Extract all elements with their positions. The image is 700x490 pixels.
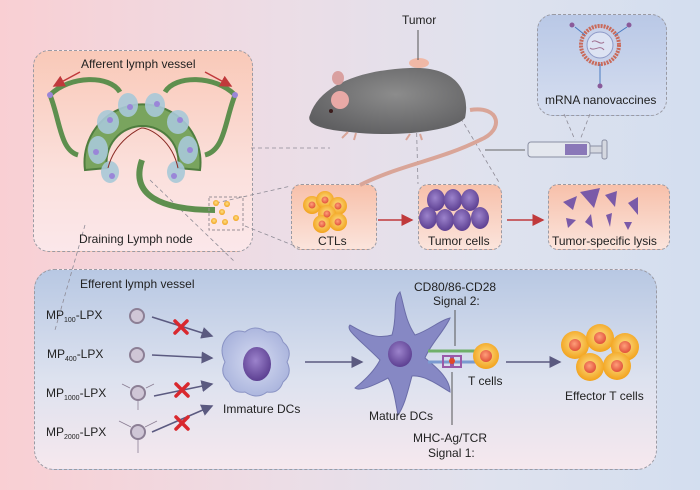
t-cells-label: T cells: [468, 374, 503, 388]
uptake-arrows: [151, 316, 214, 433]
formulation-label-1000: MP1000-LPX: [46, 386, 106, 402]
mature-dcs-label: Mature DCs: [369, 409, 434, 423]
lpx-particles: [129, 308, 146, 440]
step-lysis-label: Tumor-specific lysis: [552, 234, 657, 248]
mouse-illustration: [309, 30, 498, 187]
mrna-nanovaccines-label: mRNA nanovaccines: [545, 93, 657, 107]
afferent-arrow-right: [204, 71, 233, 87]
mature-dc-illustration: [348, 291, 451, 417]
formulation-label-400: MP400-LPX: [47, 347, 103, 363]
blocked-cross-icons: [173, 319, 190, 431]
formulation-prefix: MP: [46, 386, 64, 400]
formulation-prefix: MP: [47, 347, 65, 361]
step-ctls-label: CTLs: [318, 234, 347, 248]
efferent-lymph-vessel-label: Efferent lymph vessel: [80, 277, 195, 291]
signal2-line2-label: Signal 2:: [433, 294, 480, 308]
draining-lymph-node-label: Draining Lymph node: [79, 232, 193, 246]
formulation-label-2000: MP2000-LPX: [46, 425, 106, 441]
syringe-illustration: [485, 139, 608, 160]
tumor-label: Tumor: [402, 13, 437, 27]
effector-t-cells-label: Effector T cells: [565, 389, 644, 403]
signal2-line1-label: CD80/86-CD28: [414, 280, 497, 294]
step-tumor-cells-label: Tumor cells: [428, 234, 490, 248]
formulation-suffix: -LPX: [79, 425, 107, 439]
nanovaccine-illustration: [569, 22, 632, 89]
ctls-illustration: [303, 191, 347, 233]
formulation-suffix: -LPX: [76, 347, 104, 361]
formulation-suffix: -LPX: [75, 308, 103, 322]
formulation-subscript: 1000: [64, 395, 80, 402]
formulation-subscript: 400: [65, 356, 77, 363]
effector-t-cells-illustration: [561, 324, 639, 381]
lysis-illustration: [563, 188, 638, 230]
afferent-arrow-left: [52, 71, 81, 87]
formulation-prefix: MP: [46, 308, 64, 322]
signal1-line1-label: MHC-Ag/TCR: [413, 431, 487, 445]
afferent-lymph-vessel-label: Afferent lymph vessel: [81, 57, 196, 71]
formulation-prefix: MP: [46, 425, 64, 439]
formulation-subscript: 100: [64, 317, 76, 324]
tumor-cells-illustration: [419, 189, 489, 231]
formulation-suffix: -LPX: [79, 386, 107, 400]
signal1-line2-label: Signal 1:: [428, 446, 475, 460]
immature-dcs-label: Immature DCs: [223, 402, 301, 416]
formulation-subscript: 2000: [64, 434, 80, 441]
immature-dc-illustration: [221, 327, 290, 397]
formulation-label-100: MP100-LPX: [46, 308, 102, 324]
lymph-node-illustration: [47, 77, 244, 231]
